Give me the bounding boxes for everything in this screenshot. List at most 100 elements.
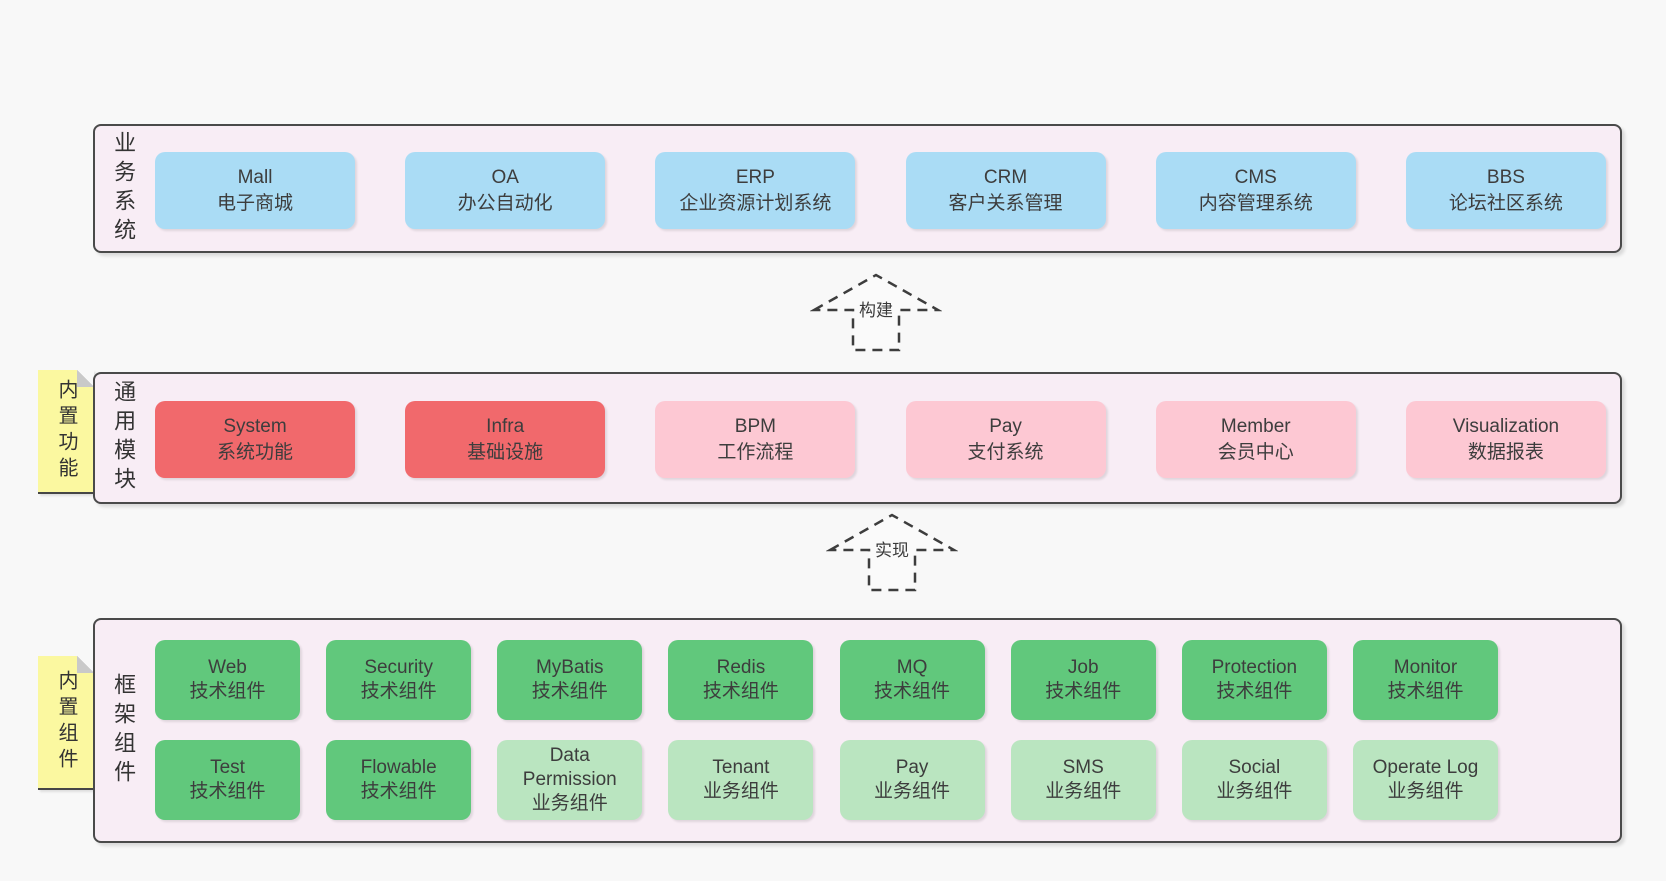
node-title: CRM <box>983 166 1028 188</box>
node-sms: SMS 业务组件 <box>1010 740 1156 820</box>
node-redis: Redis 技术组件 <box>668 640 814 720</box>
layer-label-text: 业务系统 <box>111 130 137 247</box>
node-bpm: BPM 工作流程 <box>655 401 856 478</box>
components-box-row-2: Test 技术组件 Flowable 技术组件 Data Permission … <box>155 740 1498 820</box>
node-title: Flowable <box>360 757 437 778</box>
node-subtitle: 技术组件 <box>1045 681 1122 702</box>
node-title: Operate Log <box>1372 757 1479 778</box>
node-member: Member 会员中心 <box>1155 401 1356 478</box>
node-subtitle: 技术组件 <box>874 681 951 702</box>
node-title: CMS <box>1234 166 1277 188</box>
node-mybatis: MyBatis 技术组件 <box>497 640 643 720</box>
arrow-implement: 实现 <box>826 510 958 594</box>
node-visualization: Visualization 数据报表 <box>1405 401 1606 478</box>
node-flowable: Flowable 技术组件 <box>326 740 472 820</box>
node-subtitle: 会员中心 <box>1217 441 1294 463</box>
node-title: SMS <box>1062 757 1104 778</box>
node-title: OA <box>491 166 519 188</box>
node-system: System 系统功能 <box>155 401 355 478</box>
node-data-permission: Data Permission 业务组件 <box>497 740 643 820</box>
node-title: Data Permission <box>522 745 617 790</box>
node-subtitle: 技术组件 <box>189 781 266 802</box>
node-title: System <box>223 415 287 437</box>
components-box-row-1: Web 技术组件 Security 技术组件 MyBatis 技术组件 Redi… <box>155 640 1498 720</box>
node-subtitle: 技术组件 <box>1387 681 1464 702</box>
node-social: Social 业务组件 <box>1181 740 1327 820</box>
node-title: Monitor <box>1393 657 1458 678</box>
node-subtitle: 业务组件 <box>1045 781 1122 802</box>
node-subtitle: 业务组件 <box>1387 781 1464 802</box>
node-title: MyBatis <box>535 657 604 678</box>
node-subtitle: 办公自动化 <box>457 192 553 214</box>
layer-business-systems: 业务系统 Mall 电子商城 OA 办公自动化 ERP 企业资源计划系统 CRM… <box>93 124 1622 253</box>
node-subtitle: 电子商城 <box>216 192 293 214</box>
node-subtitle: 内容管理系统 <box>1198 192 1313 214</box>
node-title: Security <box>364 657 433 678</box>
node-title: Member <box>1220 415 1291 437</box>
sticky-note-built-in-components: 内置组件 <box>38 656 94 790</box>
node-subtitle: 客户关系管理 <box>948 192 1063 214</box>
business-box-row: Mall 电子商城 OA 办公自动化 ERP 企业资源计划系统 CRM 客户关系… <box>155 152 1606 229</box>
node-title: Tenant <box>712 757 770 778</box>
node-mq: MQ 技术组件 <box>839 640 985 720</box>
sticky-note-text: 内置组件 <box>55 670 77 774</box>
node-title: Infra <box>486 415 525 437</box>
layer-label-modules: 通用模块 <box>101 374 145 502</box>
node-bbs: BBS 论坛社区系统 <box>1405 152 1606 229</box>
node-subtitle: 技术组件 <box>189 681 266 702</box>
node-subtitle: 工作流程 <box>717 441 794 463</box>
node-title: Visualization <box>1452 415 1560 437</box>
layer-label-text: 框架组件 <box>111 672 137 789</box>
node-title: Pay <box>895 757 929 778</box>
node-test: Test 技术组件 <box>155 740 300 820</box>
node-subtitle: 业务组件 <box>702 781 779 802</box>
node-subtitle: 支付系统 <box>967 441 1044 463</box>
layer-label-business: 业务系统 <box>101 126 145 251</box>
node-monitor: Monitor 技术组件 <box>1352 640 1498 720</box>
node-cms: CMS 内容管理系统 <box>1155 152 1356 229</box>
node-title: Test <box>210 757 245 778</box>
node-title: Social <box>1228 757 1281 778</box>
arrow-label: 构建 <box>856 296 896 321</box>
node-title: Protection <box>1211 657 1298 678</box>
node-subtitle: 技术组件 <box>531 681 608 702</box>
node-protection: Protection 技术组件 <box>1181 640 1327 720</box>
node-subtitle: 技术组件 <box>360 681 437 702</box>
node-title: Web <box>208 657 247 678</box>
node-crm: CRM 客户关系管理 <box>905 152 1106 229</box>
layer-label-text: 通用模块 <box>111 380 137 496</box>
node-pay-system: Pay 支付系统 <box>905 401 1106 478</box>
node-job: Job 技术组件 <box>1010 640 1156 720</box>
layer-label-components: 框架组件 <box>101 620 145 841</box>
node-security: Security 技术组件 <box>326 640 472 720</box>
node-subtitle: 数据报表 <box>1467 441 1544 463</box>
node-title: Job <box>1067 657 1099 678</box>
node-subtitle: 基础设施 <box>467 441 544 463</box>
layer-framework-components: 框架组件 Web 技术组件 Security 技术组件 MyBatis 技术组件… <box>93 618 1622 843</box>
node-title: ERP <box>735 166 775 188</box>
node-subtitle: 技术组件 <box>360 781 437 802</box>
sticky-note-text: 内置功能 <box>55 379 77 483</box>
node-tenant: Tenant 业务组件 <box>668 740 814 820</box>
node-subtitle: 业务组件 <box>531 793 608 814</box>
node-oa: OA 办公自动化 <box>405 152 606 229</box>
node-pay-component: Pay 业务组件 <box>839 740 985 820</box>
node-title: BPM <box>734 415 776 437</box>
node-title: Pay <box>989 415 1022 437</box>
modules-box-row: System 系统功能 Infra 基础设施 BPM 工作流程 Pay 支付系统… <box>155 401 1606 478</box>
arrow-build: 构建 <box>810 270 942 354</box>
arrow-label: 实现 <box>872 536 912 561</box>
node-mall: Mall 电子商城 <box>155 152 355 229</box>
node-title: MQ <box>896 657 928 678</box>
node-subtitle: 技术组件 <box>1216 681 1293 702</box>
node-operate-log: Operate Log 业务组件 <box>1352 740 1498 820</box>
node-title: Redis <box>716 657 766 678</box>
node-subtitle: 技术组件 <box>702 681 779 702</box>
node-subtitle: 业务组件 <box>874 781 951 802</box>
sticky-note-built-in-features: 内置功能 <box>38 370 94 494</box>
node-web: Web 技术组件 <box>155 640 300 720</box>
node-subtitle: 系统功能 <box>216 441 293 463</box>
node-subtitle: 企业资源计划系统 <box>679 192 832 214</box>
node-erp: ERP 企业资源计划系统 <box>655 152 856 229</box>
node-infra: Infra 基础设施 <box>405 401 606 478</box>
